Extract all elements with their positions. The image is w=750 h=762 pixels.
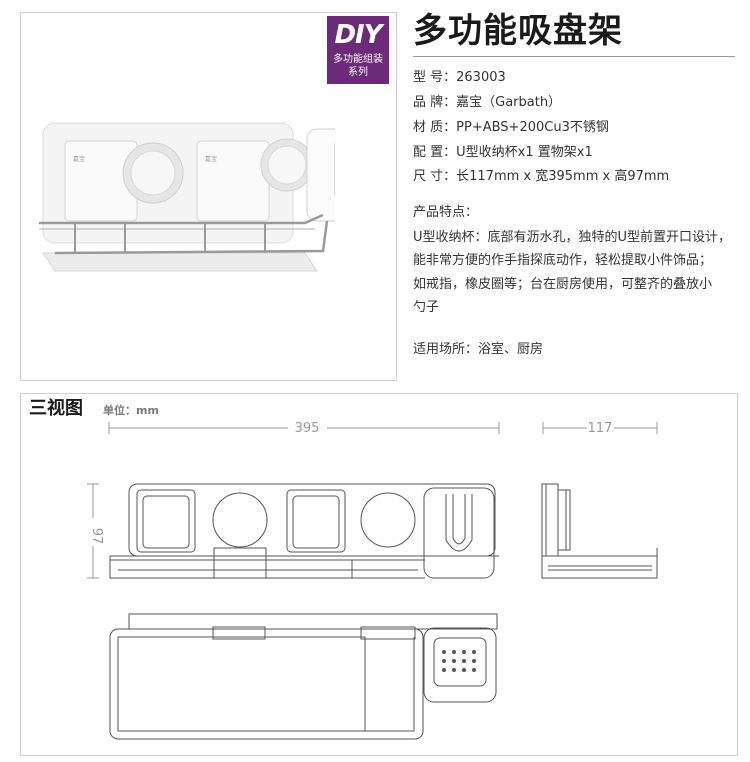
spec-model-label: 型 号： xyxy=(413,70,457,85)
spec-brand-label: 品 牌： xyxy=(413,95,457,110)
features-line: 如戒指，橡皮圈等；台在厨房使用，可整齐的叠放小 xyxy=(413,277,713,292)
spec-size-value: 长117mm x 宽395mm x 高97mm xyxy=(456,169,670,184)
usage-text: 适用场所：浴室、厨房 xyxy=(413,342,544,357)
top-view xyxy=(109,613,498,740)
features-heading: 产品特点： xyxy=(413,205,479,220)
svg-text:嘉宝: 嘉宝 xyxy=(73,155,85,163)
diy-logo: DIY xyxy=(334,20,382,50)
badge-series: 系列 xyxy=(348,67,368,78)
dimension-lines xyxy=(87,422,658,579)
features-line: 勺子 xyxy=(413,300,440,315)
badge-subtitle: 多功能组装 xyxy=(333,54,383,65)
features-line: 能非常方便的作手指探底动作，轻松提取小件饰品； xyxy=(413,253,713,268)
three-view-title: 三视图 xyxy=(29,398,83,419)
spec-model: 型 号：263003 xyxy=(413,69,506,87)
dim-height-label: 97 xyxy=(89,528,104,545)
spec-size-label: 尺 寸： xyxy=(413,169,457,184)
dim-width-label: 395 xyxy=(295,421,320,436)
spec-config-value: U型收纳杯x1 置物架x1 xyxy=(456,145,593,160)
diy-badge: DIY 多功能组装 系列 xyxy=(327,16,389,84)
side-view xyxy=(541,483,658,579)
spec-material: 材 质：PP+ABS+200Cu3不锈钢 xyxy=(413,119,609,137)
spec-material-label: 材 质： xyxy=(413,120,457,135)
three-view-panel xyxy=(20,393,738,756)
features-line: U型收纳杯：底部有沥水孔，独特的U型前置开口设计， xyxy=(413,230,732,245)
spec-size: 尺 寸：长117mm x 宽395mm x 高97mm xyxy=(413,168,669,186)
svg-text:嘉宝: 嘉宝 xyxy=(205,155,217,163)
spec-brand-value: 嘉宝（Garbath） xyxy=(456,95,562,110)
drain-holes xyxy=(442,650,476,672)
product-image: 嘉宝 嘉宝 xyxy=(39,122,335,272)
spec-config: 配 置：U型收纳杯x1 置物架x1 xyxy=(413,144,593,162)
title-divider xyxy=(413,56,735,57)
spec-brand: 品 牌：嘉宝（Garbath） xyxy=(413,94,561,112)
spec-model-value: 263003 xyxy=(456,70,506,85)
spec-material-value: PP+ABS+200Cu3不锈钢 xyxy=(456,120,609,135)
product-photo-panel: DIY 多功能组装 系列 嘉宝 嘉宝 xyxy=(20,12,397,381)
unit-label: 单位：mm xyxy=(103,404,159,417)
spec-config-label: 配 置： xyxy=(413,145,457,160)
front-view xyxy=(109,483,499,579)
product-title: 多功能吸盘架 xyxy=(413,11,623,51)
dim-depth-label: 117 xyxy=(588,421,613,436)
